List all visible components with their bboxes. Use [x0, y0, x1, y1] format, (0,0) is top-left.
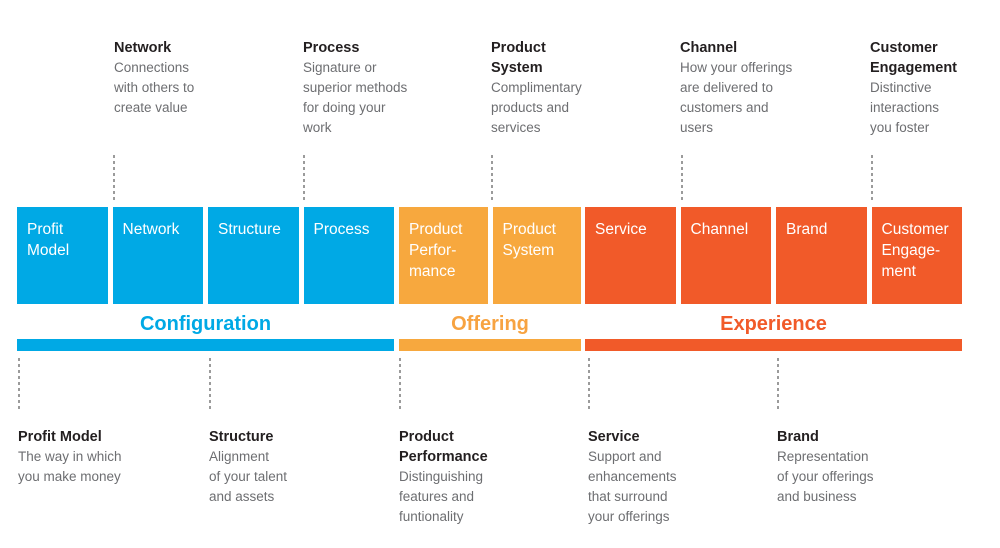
annotation-body: Distinctive interactions you foster	[870, 80, 940, 135]
box-product-performance: Product Perfor- mance	[399, 207, 488, 304]
dashed-connector	[491, 155, 493, 202]
top-annotation-product-system: Product System Complimentary products an…	[491, 38, 649, 138]
annotation-body: Representation of your offerings and bus…	[777, 449, 874, 504]
bottom-annotation-structure: Structure Alignment of your talent and a…	[209, 427, 367, 507]
annotation-body: Support and enhancements that surround y…	[588, 449, 677, 524]
annotation-title: Structure	[209, 429, 274, 445]
category-label-experience: Experience	[720, 313, 827, 335]
annotation-title: Brand	[777, 429, 819, 445]
annotation-title: Profit Model	[18, 429, 102, 445]
dashed-connector	[303, 155, 305, 202]
annotation-title: Product System	[491, 40, 546, 76]
box-row: Service Channel Brand Customer Engage- m…	[585, 207, 962, 304]
annotation-body: Signature or superior methods for doing …	[303, 60, 408, 135]
annotation-body: Complimentary products and services	[491, 80, 582, 135]
category-bar-configuration	[17, 339, 394, 351]
dashed-connector	[113, 155, 115, 202]
annotation-title: Service	[588, 429, 640, 445]
bottom-annotation-service: Service Support and enhancements that su…	[588, 427, 746, 527]
annotation-body: Connections with others to create value	[114, 60, 195, 115]
dashed-connector	[399, 358, 401, 412]
annotation-title: Process	[303, 40, 360, 56]
box-channel: Channel	[680, 207, 771, 304]
bottom-annotation-profit-model: Profit Model The way in which you make m…	[18, 427, 176, 487]
annotation-body: Distinguishing features and funtionality	[399, 469, 484, 524]
box-row: Product Perfor- mance Product System	[399, 207, 581, 304]
annotation-title: Network	[114, 40, 172, 56]
box-customer-engagement: Customer Engage- ment	[871, 207, 962, 304]
top-annotation-network: Network Connections with others to creat…	[114, 38, 272, 118]
group-configuration: Profit Model Network Structure Process C…	[17, 207, 394, 351]
top-annotation-process: Process Signature or superior methods fo…	[303, 38, 461, 138]
dashed-connector	[18, 358, 20, 412]
box-profit-model: Profit Model	[17, 207, 108, 304]
box-product-system: Product System	[492, 207, 581, 304]
group-offering: Product Perfor- mance Product System Off…	[399, 207, 581, 351]
bottom-annotation-product-performance: Product Performance Distinguishing featu…	[399, 427, 557, 527]
top-annotation-channel: Channel How your offerings are delivered…	[680, 38, 838, 138]
annotation-title: Channel	[680, 40, 738, 56]
annotation-title: Product Performance	[399, 429, 488, 465]
box-network: Network	[112, 207, 203, 304]
box-row: Profit Model Network Structure Process	[17, 207, 394, 304]
dashed-connector	[777, 358, 779, 412]
dashed-connector	[871, 155, 873, 202]
box-process: Process	[303, 207, 394, 304]
category-label-configuration: Configuration	[139, 313, 272, 335]
box-brand: Brand	[776, 207, 867, 304]
category-bar-experience	[585, 339, 962, 351]
annotation-body: How your offerings are delivered to cust…	[680, 60, 793, 135]
annotation-body: Alignment of your talent and assets	[209, 449, 288, 504]
box-structure: Structure	[208, 207, 299, 304]
group-experience: Service Channel Brand Customer Engage- m…	[585, 207, 962, 351]
top-annotation-customer-engagement: Customer Engagement Distinctive interact…	[870, 38, 998, 138]
category-label-offering: Offering	[451, 313, 529, 335]
box-service: Service	[585, 207, 676, 304]
annotation-title: Customer Engagement	[870, 40, 958, 76]
annotation-body: The way in which you make money	[18, 449, 122, 484]
bottom-annotation-brand: Brand Representation of your offerings a…	[777, 427, 935, 507]
dashed-connector	[681, 155, 683, 202]
dashed-connector	[588, 358, 590, 412]
category-bar-offering	[399, 339, 581, 351]
dashed-connector	[209, 358, 211, 412]
